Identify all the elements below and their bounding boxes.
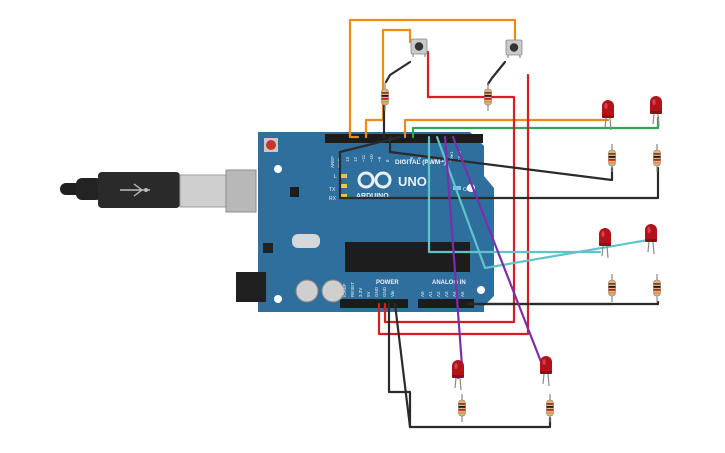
power-pin-labels: IOREF RESET 3.3V 5V GND GND Vin	[342, 282, 395, 297]
resistor-icon	[457, 393, 467, 423]
digital-pin-label: 2	[441, 159, 446, 162]
resistor-icon	[545, 393, 555, 423]
digital-header[interactable]	[325, 134, 483, 143]
led-icon[interactable]	[649, 95, 663, 127]
aref-label: AREF	[330, 156, 335, 168]
analog-header[interactable]	[418, 299, 474, 308]
wire-red[interactable]	[377, 73, 530, 336]
power-pin-label: 5V	[366, 291, 371, 297]
wire-red[interactable]	[383, 50, 516, 324]
digital-pin-label: 7	[401, 159, 406, 162]
analog-pin-label: A0	[420, 291, 425, 297]
wire-black[interactable]	[387, 302, 552, 429]
digital-pin-label: 13	[345, 156, 350, 162]
tx-label: TX	[329, 187, 336, 193]
led-icon[interactable]	[598, 227, 612, 259]
power-pin-label: RESET	[350, 282, 355, 297]
wire-orange[interactable]	[364, 28, 412, 139]
led-icon[interactable]	[601, 99, 615, 131]
section-analog: ANALOG IN	[432, 280, 466, 286]
analog-pin-label: A2	[436, 291, 441, 297]
resistor-icon	[483, 82, 493, 112]
wire-cyan[interactable]	[435, 135, 650, 270]
led-icon[interactable]	[451, 359, 465, 391]
board-model: UNO	[398, 174, 427, 189]
l-label: L	[334, 174, 337, 180]
power-pin-label: Vin	[390, 290, 395, 297]
wire-orange[interactable]	[348, 18, 517, 139]
wire-orange[interactable]	[403, 118, 610, 139]
resistor-icon	[652, 273, 662, 303]
section-digital: DIGITAL (PWM~)	[395, 159, 446, 166]
board-brand: ARDUINO	[356, 193, 389, 200]
digital-pin-label: ~9	[377, 156, 382, 162]
wire-black[interactable]	[393, 302, 412, 429]
arduino-logo-icon	[357, 171, 392, 189]
pushbutton-icon[interactable]	[505, 39, 523, 59]
resistor-icon	[607, 143, 617, 173]
pushbutton-icon[interactable]	[410, 38, 428, 58]
digital-pin-label: TX▸1	[449, 151, 454, 162]
power-header[interactable]	[340, 299, 408, 308]
section-power: POWER	[376, 280, 399, 286]
wire-cyan[interactable]	[427, 135, 602, 254]
led-icon[interactable]	[644, 223, 658, 255]
reset-button[interactable]	[266, 140, 276, 150]
analog-pin-label: A4	[452, 291, 457, 297]
digital-pin-label: 12	[353, 156, 358, 162]
resistor-icon	[607, 273, 617, 303]
analog-pin-label: A3	[444, 291, 449, 297]
digital-pin-label: ~6	[409, 156, 414, 162]
wire-black[interactable]	[486, 60, 507, 86]
power-jack	[236, 272, 266, 302]
usb-plug-icon	[60, 169, 257, 213]
wires[interactable]	[338, 18, 660, 429]
wire-green[interactable]	[411, 116, 660, 139]
digital-pin-label: ~10	[369, 154, 374, 162]
digital-pin-label: 4	[425, 159, 430, 162]
wire-black[interactable]	[388, 135, 614, 182]
power-pin-label: GND	[382, 286, 387, 297]
digital-pin-label: 8	[385, 159, 390, 162]
digital-pin-label: ~5	[417, 156, 422, 162]
power-pin-label: GND	[374, 286, 379, 297]
rx-label: RX	[329, 196, 337, 202]
arduino-board[interactable]: UNO ARDUINO DIGITAL (PWM~) POWER ANALOG …	[236, 132, 494, 312]
wire-black[interactable]	[338, 135, 660, 200]
led-icon[interactable]	[539, 355, 553, 387]
wire-purple[interactable]	[451, 135, 547, 374]
digital-pin-label: ~11	[361, 154, 366, 162]
resistor-icon	[652, 143, 662, 173]
wire-black[interactable]	[384, 60, 412, 84]
power-pin-label: 3.3V	[358, 288, 363, 297]
power-pin-label: IOREF	[342, 283, 347, 297]
digital-pin-label: ~3	[433, 156, 438, 162]
atmega-chip	[345, 242, 470, 272]
analog-pin-label: A1	[428, 291, 433, 297]
analog-pin-labels: A0 A1 A2 A3 A4 A5	[420, 291, 465, 297]
analog-pin-label: A5	[460, 291, 465, 297]
on-label: ON	[463, 187, 471, 193]
